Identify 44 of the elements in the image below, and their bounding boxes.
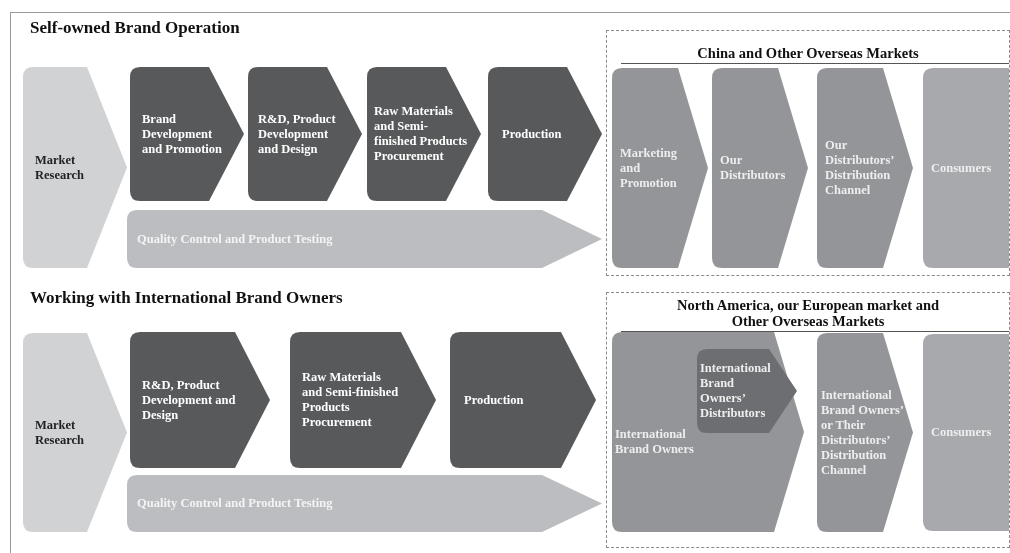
process-step (130, 332, 270, 468)
process-step (450, 332, 596, 468)
step-label: Consumers (931, 160, 993, 176)
step-label: Market Research (35, 152, 86, 183)
step-label: International Brand Owners’ Distributors (700, 361, 772, 421)
step-label: Quality Control and Product Testing (137, 231, 334, 247)
step-label: R&D, Product Development and Design (258, 111, 337, 157)
process-step (612, 68, 708, 268)
step-label: Production (464, 392, 525, 408)
process-step (23, 333, 127, 532)
process-step (290, 332, 436, 468)
group-title: North America, our European market and Other Overseas Markets (675, 297, 941, 329)
step-label: International Brand Owners (615, 427, 695, 457)
step-label: Raw Materials and Semi-finished Products Procurement (374, 104, 469, 164)
process-step (367, 67, 481, 201)
section-heading: Self-owned Brand Operation (30, 18, 240, 38)
step-label: Consumers (931, 425, 993, 440)
region-group (606, 292, 1010, 548)
process-band (127, 210, 602, 268)
process-step (612, 332, 804, 532)
group-title: China and Other Overseas Markets (696, 45, 920, 61)
process-step (817, 68, 913, 268)
step-label: Our Distributors (720, 153, 787, 183)
step-label: R&D, Product Development and Design (142, 377, 237, 423)
process-step (248, 67, 362, 201)
step-label: Production (502, 126, 563, 142)
process-step (130, 67, 244, 201)
process-step (23, 67, 127, 268)
step-label: Brand Development and Promotion (142, 111, 223, 157)
process-band (127, 475, 602, 532)
process-step (923, 334, 1009, 531)
section-heading: Working with International Brand Owners (30, 288, 343, 308)
process-step (697, 349, 797, 433)
process-step (817, 333, 913, 532)
step-label: Quality Control and Product Testing (137, 496, 334, 511)
process-step (923, 68, 1009, 268)
step-label: Market Research (35, 417, 86, 448)
process-step (488, 67, 602, 201)
step-label: Our Distributors’ Distribution Channel (825, 138, 895, 198)
step-label: Raw Materials and Semi-finished Products Procurement (302, 370, 400, 430)
process-step (712, 68, 808, 268)
step-label: Marketing and Promotion (620, 145, 678, 191)
step-label: International Brand Owners’ or Their Distributors’ Distribution Channel (821, 387, 905, 478)
region-group (606, 30, 1010, 276)
